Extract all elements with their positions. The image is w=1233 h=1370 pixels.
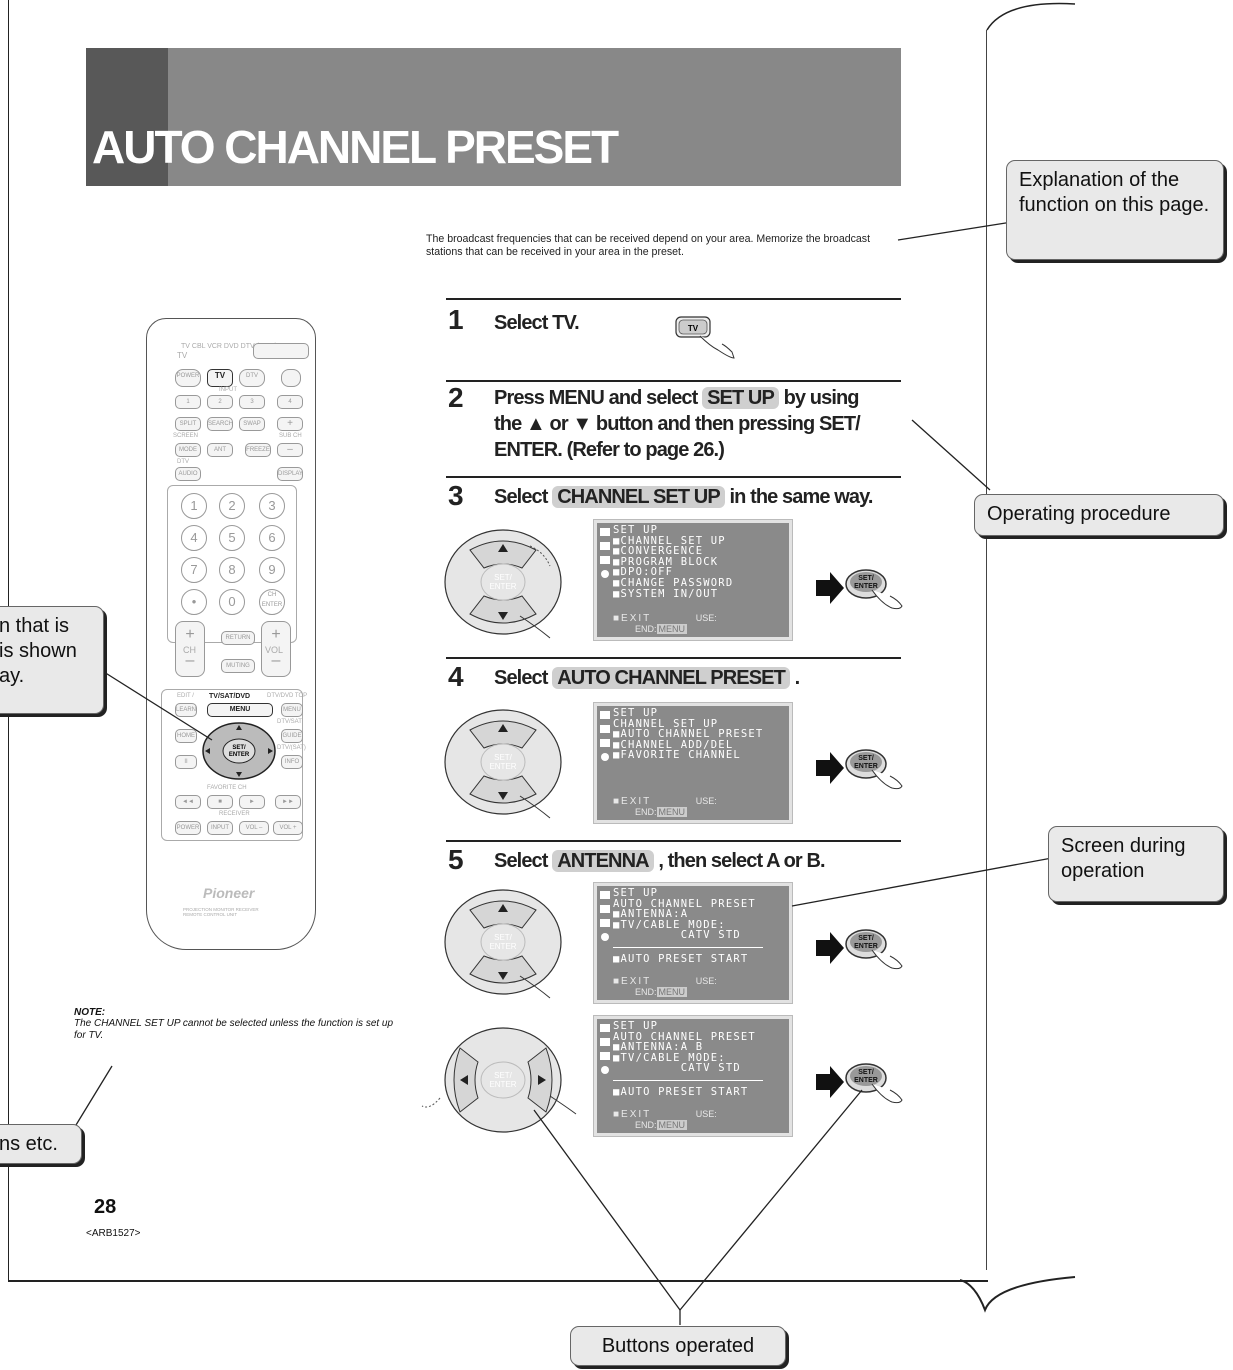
osd-side-icons [600,891,610,941]
step-text: Select CHANNEL SET UP in the same way. [494,486,873,508]
document-code: <ARB1527> [86,1228,141,1239]
svg-text:ENTER: ENTER [854,943,878,950]
svg-text:SET/: SET/ [858,755,874,762]
power-button: POWER [175,369,201,387]
tv-button-illustration: TV [675,316,735,359]
svg-text:SET/: SET/ [232,745,246,751]
step-number: 2 [448,382,464,413]
mode-switch [253,343,309,359]
callout-explanation: Explanation of the function on this page… [1006,160,1224,260]
note-title: NOTE: [74,1007,106,1018]
arrow-and-enter-button: SET/ ENTER [816,929,903,970]
callout-buttons: Buttons operated [570,1326,786,1366]
svg-text:ENTER: ENTER [489,942,516,951]
osd-side-icons [600,711,610,761]
step-divider [446,380,901,382]
title-banner [86,48,901,186]
step-text: Select ANTENNA , then select A or B. [494,850,826,872]
svg-text:SET/: SET/ [494,573,513,582]
svg-text:ENTER: ENTER [854,763,878,770]
arrow-and-enter-button: SET/ ENTER [816,1063,903,1104]
callout-notes: ns etc. [0,1124,82,1164]
step-number: 3 [448,480,464,511]
note-text: The CHANNEL SET UP cannot be selected un… [74,1018,394,1041]
tv-button: TV [207,369,233,387]
arrow-and-enter-button: SET/ ENTER [816,569,903,610]
svg-text:SET/: SET/ [494,933,513,942]
page-number: 28 [94,1196,117,1218]
brand-logo: Pioneer [203,885,255,901]
step-divider [446,840,901,842]
step-divider [446,657,901,659]
osd-footer: ■EXIT USE: END:MENU [613,796,717,817]
callout-screen: Screen during operation [1048,826,1224,902]
page-title: AUTO CHANNEL PRESET [92,121,619,173]
highlight-auto-channel-preset: AUTO CHANNEL PRESET [552,667,790,689]
step-number: 5 [448,844,464,875]
menu-button: MENU [207,703,273,717]
dpad-illustration-leftright: SET/ ENTER [421,1027,577,1133]
remote-dpad: SET/ ENTER [202,722,276,780]
osd-footer: ■EXIT USE: END:MENU [613,976,717,997]
step-number: 4 [448,661,464,692]
dpad-illustration-updown: SET/ ENTER [444,529,562,639]
osd-side-icons [600,528,610,578]
highlight-antenna: ANTENNA [552,850,654,872]
osd-footer: ■EXIT USE: END:MENU [613,1109,717,1130]
ch-rocker: +– [175,621,205,677]
step-text: Press MENU and select SET UP by using [494,387,860,409]
dpad-illustration-updown: SET/ ENTER [444,889,562,999]
svg-text:SET/: SET/ [494,1071,513,1080]
step-text-line2: the ▲ or ▼ button and then pressing SET/ [494,413,861,435]
arrow-and-enter-button: SET/ ENTER [816,749,903,790]
binding-brace [960,2,1076,1313]
highlight-set-up: SET UP [702,387,779,409]
step-text: Select AUTO CHANNEL PRESET . [494,667,800,689]
highlight-channel-set-up: CHANNEL SET UP [552,486,725,508]
svg-text:ENTER: ENTER [489,582,516,591]
title-accent [86,48,168,186]
remote-control: TV CBL VCR DVD DTV /SAT /LD TV POWER TV … [146,318,316,950]
svg-text:SET/: SET/ [858,935,874,942]
vol-rocker: +– [261,621,291,677]
svg-text:SET/: SET/ [494,753,513,762]
osd-menu-lines: SET UP■CHANNEL SET UP■CONVERGENCE■PROGRA… [613,524,734,600]
step-number: 1 [448,304,464,335]
svg-text:SET/: SET/ [858,575,874,582]
osd-screen-setup: SET UP■CHANNEL SET UP■CONVERGENCE■PROGRA… [593,519,793,641]
svg-text:ENTER: ENTER [489,762,516,771]
dtv-button: DTV [239,369,265,387]
svg-text:ENTER: ENTER [489,1080,516,1089]
osd-footer: ■EXIT USE: END:MENU [613,613,717,634]
page-spine [986,30,987,1270]
step-divider [446,476,901,478]
step-text-line3: ENTER. (Refer to page 26.) [494,439,725,461]
step-text: Select TV. [494,312,580,334]
svg-text:ENTER: ENTER [854,1077,878,1084]
tv-button-label: TV [688,324,699,333]
svg-text:SET/: SET/ [858,1069,874,1076]
osd-side-icons [600,1024,610,1074]
dpad-illustration-updown: SET/ ENTER [444,709,562,819]
callout-procedure: Operating procedure [974,494,1224,536]
svg-text:ENTER: ENTER [854,583,878,590]
intro-text: The broadcast frequencies that can be re… [426,233,871,258]
page-bottom-edge [8,1280,988,1282]
light-button [281,369,301,387]
step-divider [446,298,901,300]
svg-text:ENTER: ENTER [229,752,250,758]
